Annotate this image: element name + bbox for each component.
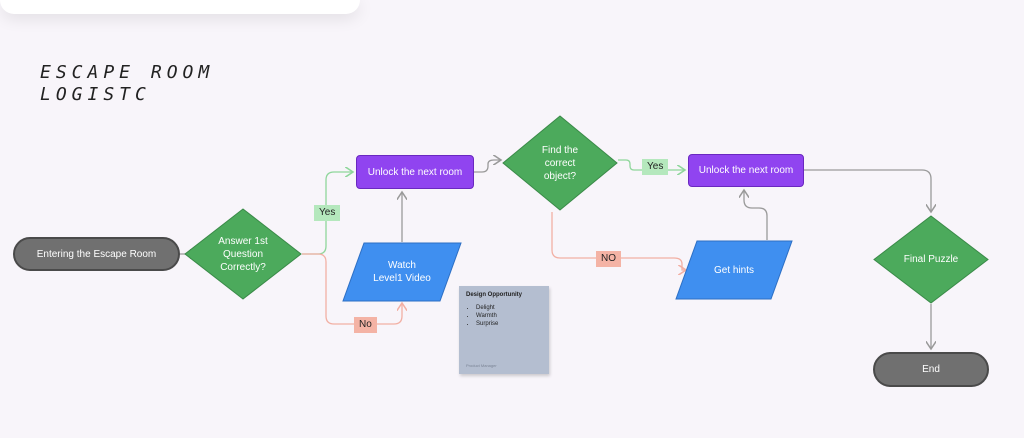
sticky-note-item: Warmth (476, 312, 542, 320)
decision-q1-label: Answer 1st Question Correctly? (218, 235, 268, 273)
connector-unlock1-q2 (474, 160, 501, 173)
decision-q1[interactable]: Answer 1st Question Correctly? (184, 208, 302, 300)
sticky-note-footer: Product Manager (466, 363, 497, 368)
edge-label-no-2: NO (596, 251, 621, 267)
sticky-note-item: Surprise (476, 320, 542, 328)
process-unlock-2[interactable]: Unlock the next room (688, 154, 804, 187)
edge-label-yes-1: Yes (314, 205, 341, 221)
connector-q2-no (551, 212, 686, 270)
canvas-top-panel (0, 0, 360, 14)
input-get-hints-label: Get hints (713, 264, 755, 276)
diagram-title: ESCAPE ROOM LOGISTC (40, 62, 214, 106)
connector-hints-unlock2 (744, 190, 768, 240)
process-unlock-2-label: Unlock the next room (698, 165, 794, 176)
edge-label-no-1: No (354, 317, 377, 333)
decision-q2[interactable]: Find the correct object? (502, 115, 618, 211)
edge-label-yes-2: Yes (642, 159, 669, 175)
input-watch-video[interactable]: Watch Level1 Video (342, 242, 462, 302)
end-node[interactable]: End (873, 352, 989, 387)
sticky-note-title: Design Opportunity (466, 292, 522, 298)
title-line-2: LOGISTC (40, 84, 151, 105)
connector-q1-no (302, 253, 402, 325)
start-label: Entering the Escape Room (36, 248, 157, 260)
process-unlock-1[interactable]: Unlock the next room (356, 155, 474, 189)
title-line-1: ESCAPE ROOM (40, 62, 215, 83)
decision-q2-label: Find the correct object? (541, 144, 579, 182)
start-node[interactable]: Entering the Escape Room (13, 237, 180, 271)
connector-unlock2-final (804, 169, 931, 212)
input-watch-video-label: Watch Level1 Video (373, 260, 431, 284)
sticky-note-item: Delight (476, 304, 542, 312)
decision-final-puzzle-label: Final Puzzle (903, 254, 959, 265)
sticky-note[interactable]: Design Opportunity Delight Warmth Surpri… (459, 286, 549, 374)
end-label: End (922, 364, 940, 375)
process-unlock-1-label: Unlock the next room (367, 166, 463, 178)
sticky-note-list: Delight Warmth Surprise (466, 304, 542, 328)
input-get-hints[interactable]: Get hints (675, 240, 793, 300)
decision-final-puzzle[interactable]: Final Puzzle (873, 215, 989, 304)
connector-q2-yes (618, 159, 685, 170)
